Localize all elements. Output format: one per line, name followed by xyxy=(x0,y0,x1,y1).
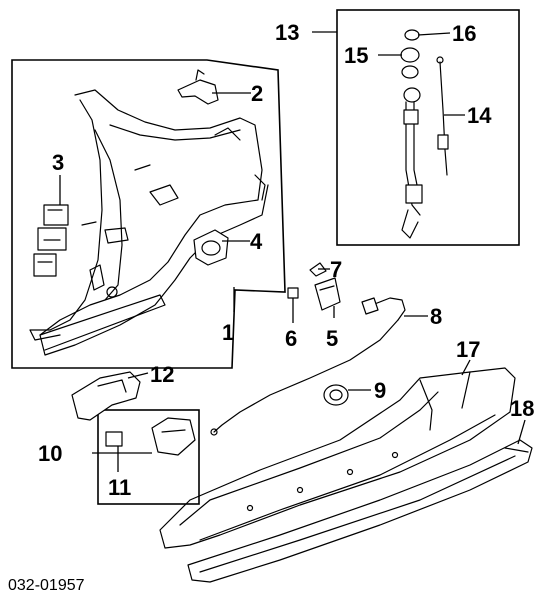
callout-12: 12 xyxy=(150,362,174,387)
callout-18: 18 xyxy=(510,396,534,421)
fuel-lid-opener-assembly xyxy=(400,29,449,239)
grommet-part-9 xyxy=(323,384,349,406)
rear-quarter-panel xyxy=(29,89,269,356)
clip-part-6 xyxy=(287,287,299,299)
clip-part-11 xyxy=(105,431,123,447)
leader-lines xyxy=(59,31,526,472)
callout-3: 3 xyxy=(52,150,64,175)
opener-cable-part-8 xyxy=(210,297,406,436)
bracket-kit-parts xyxy=(105,417,196,456)
bracket-part-12 xyxy=(71,371,141,421)
callout-15: 15 xyxy=(344,43,368,68)
latch-part-3 xyxy=(33,204,69,277)
fuel-lid-opener-frame xyxy=(336,9,520,246)
callout-4: 4 xyxy=(250,229,263,254)
callout-8: 8 xyxy=(430,304,442,329)
bracket-part-10 xyxy=(151,417,196,456)
callout-2: 2 xyxy=(251,81,263,106)
callout-5: 5 xyxy=(326,326,338,351)
side-sill-part-17 xyxy=(159,367,516,549)
callout-11: 11 xyxy=(108,475,131,500)
callout-14: 14 xyxy=(467,103,492,128)
fuel-filler-housing-part-4 xyxy=(193,229,229,266)
diagram-code: 032-01957 xyxy=(8,577,85,594)
fuel-lid-part-5 xyxy=(314,277,341,311)
rear-quarter-panel-frame xyxy=(11,59,286,369)
callout-10: 10 xyxy=(38,441,62,466)
callout-7: 7 xyxy=(330,257,342,282)
clip-part-2 xyxy=(177,69,219,105)
bracket-kit-frame xyxy=(97,409,200,505)
callout-6: 6 xyxy=(285,326,297,351)
callout-17: 17 xyxy=(456,337,480,362)
callout-1: 1 xyxy=(222,320,234,345)
callout-13: 13 xyxy=(275,20,299,45)
callout-9: 9 xyxy=(374,378,386,403)
sill-garnish-part-18 xyxy=(187,439,533,583)
callout-16: 16 xyxy=(452,21,476,46)
